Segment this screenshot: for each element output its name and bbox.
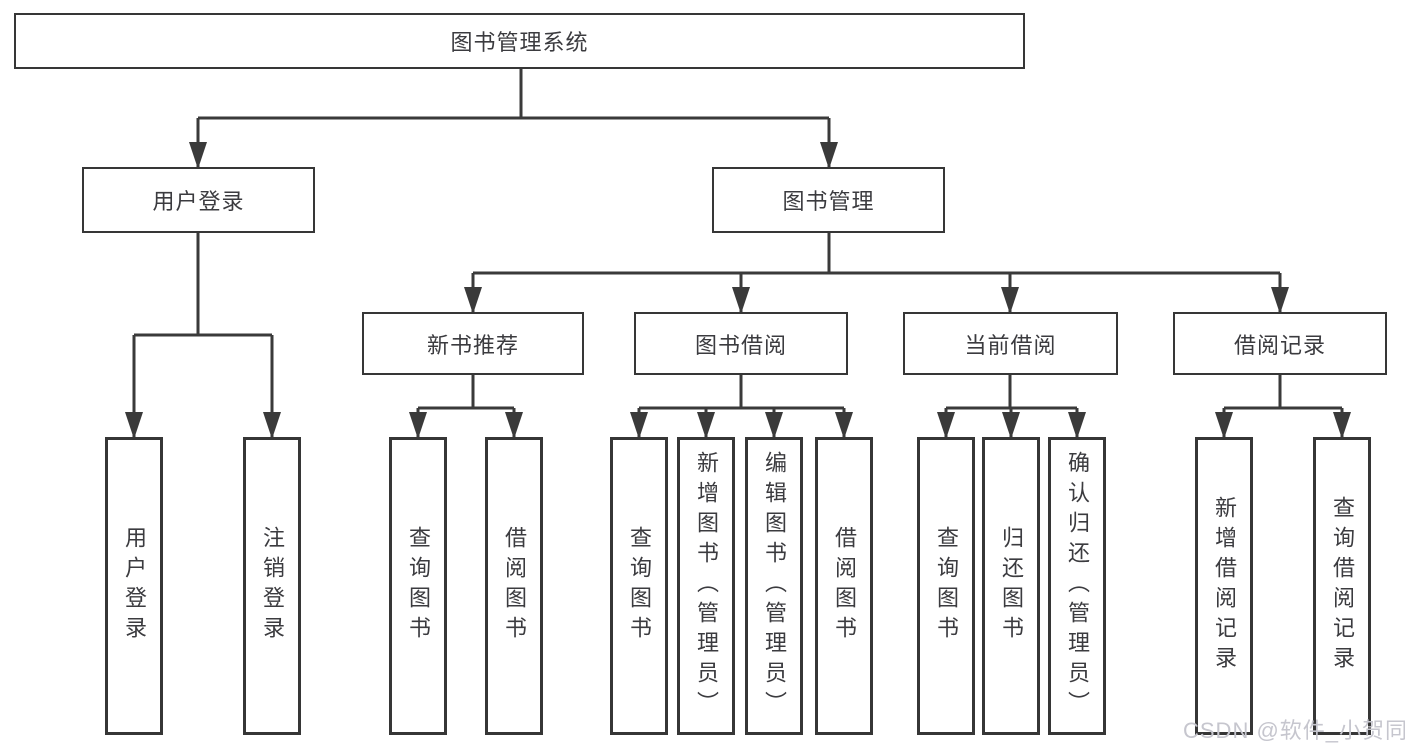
- leaf-user-login: 用户登录: [105, 437, 163, 735]
- node-book-management: 图书管理: [712, 167, 945, 233]
- leaf-borrow-books: 借阅图书: [815, 437, 873, 735]
- node-book-borrowing: 图书借阅: [634, 312, 848, 375]
- node-current-borrowing: 当前借阅: [903, 312, 1118, 375]
- leaf-add-borrow-record-label: 新增借阅记录: [1212, 496, 1237, 676]
- leaf-user-login-label: 用户登录: [122, 526, 147, 646]
- node-borrowing-records-label: 借阅记录: [1233, 332, 1326, 358]
- connector-bookmgmt-split: [471, 233, 1282, 312]
- leaf-add-books-admin: 新增图书（管理员）: [677, 437, 735, 735]
- node-new-book-recommend-label: 新书推荐: [426, 332, 519, 358]
- csdn-watermark: CSDN @软件_小贺同学: [1183, 718, 1405, 743]
- leaf-confirm-return-admin-label: 确认归还（管理员）: [1065, 451, 1090, 721]
- connector-root-split: [196, 69, 831, 167]
- leaf-query-books-borrow-label: 查询图书: [627, 526, 652, 646]
- leaf-query-books-current-label: 查询图书: [934, 526, 959, 646]
- leaf-query-books-recommend: 查询图书: [389, 437, 447, 735]
- leaf-borrow-books-recommend-label: 借阅图书: [502, 526, 527, 646]
- connector-newbook-split: [416, 375, 516, 437]
- connector-bookborrow-split: [637, 375, 846, 437]
- leaf-return-books: 归还图书: [982, 437, 1040, 735]
- leaf-add-books-admin-label: 新增图书（管理员）: [694, 451, 719, 721]
- node-root: 图书管理系统: [14, 13, 1025, 69]
- leaf-query-borrow-record-label: 查询借阅记录: [1330, 496, 1355, 676]
- leaf-edit-books-admin-label: 编辑图书（管理员）: [762, 451, 787, 721]
- leaf-query-books-borrow: 查询图书: [610, 437, 668, 735]
- leaf-query-books-recommend-label: 查询图书: [406, 526, 431, 646]
- leaf-logout: 注销登录: [243, 437, 301, 735]
- arrowheads: [125, 142, 1351, 439]
- leaf-query-books-current: 查询图书: [917, 437, 975, 735]
- node-borrowing-records: 借阅记录: [1173, 312, 1387, 375]
- leaf-edit-books-admin: 编辑图书（管理员）: [745, 437, 803, 735]
- leaf-borrow-books-recommend: 借阅图书: [485, 437, 543, 735]
- node-new-book-recommend: 新书推荐: [362, 312, 584, 375]
- connector-records-split: [1222, 375, 1344, 437]
- node-user-login: 用户登录: [82, 167, 315, 233]
- leaf-confirm-return-admin: 确认归还（管理员）: [1048, 437, 1106, 735]
- leaf-return-books-label: 归还图书: [999, 526, 1024, 646]
- node-book-borrowing-label: 图书借阅: [694, 332, 787, 358]
- connector-userlogin-split: [132, 233, 274, 437]
- leaf-borrow-books-label: 借阅图书: [832, 526, 857, 646]
- node-book-management-label: 图书管理: [782, 189, 875, 214]
- node-current-borrowing-label: 当前借阅: [964, 332, 1057, 358]
- node-root-label: 图书管理系统: [450, 30, 589, 55]
- leaf-logout-label: 注销登录: [260, 526, 285, 646]
- leaf-add-borrow-record: 新增借阅记录: [1195, 437, 1253, 735]
- leaf-query-borrow-record: 查询借阅记录: [1313, 437, 1371, 735]
- node-user-login-label: 用户登录: [152, 189, 245, 214]
